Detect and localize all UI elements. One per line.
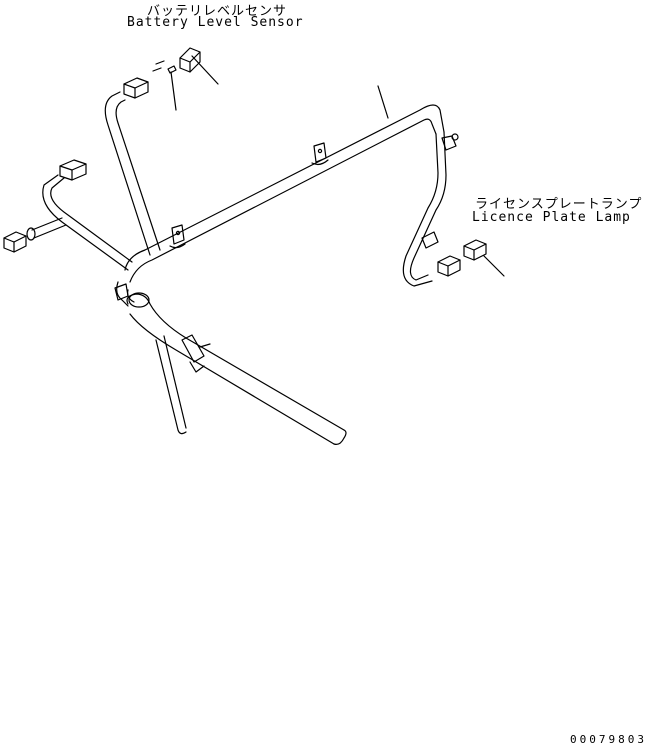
harness-branch-battery-sensor bbox=[104, 91, 161, 256]
connector-lamp-branch bbox=[437, 255, 461, 277]
licence-lamp-label-jp: ライセンスプレートランプ bbox=[475, 197, 643, 212]
connector-left-upper bbox=[59, 159, 87, 181]
harness-junction bbox=[114, 281, 135, 307]
battery-sensor-label-en: Battery Level Sensor bbox=[127, 15, 304, 30]
connector-battery-branch bbox=[123, 77, 149, 99]
sensor-terminal-pins bbox=[152, 60, 177, 111]
licence-plate-lamp bbox=[463, 239, 505, 277]
battery-sensor-label-jp: バッテリレベルセンサ bbox=[147, 4, 288, 19]
licence-lamp-label-en: Licence Plate Lamp bbox=[472, 210, 631, 225]
harness-clamp bbox=[181, 334, 211, 373]
battery-level-sensor bbox=[179, 47, 219, 85]
connector-left-lower bbox=[3, 227, 36, 253]
harness-trunk-thick bbox=[126, 292, 347, 445]
harness-trunk-down bbox=[155, 335, 187, 435]
drawing-number: 00079803 bbox=[570, 733, 647, 746]
harness-branch-right bbox=[402, 131, 459, 287]
harness-main-run bbox=[124, 85, 445, 283]
harness-clip-middle bbox=[311, 142, 329, 166]
harness-clip-left bbox=[169, 224, 186, 249]
harness-branch-left bbox=[31, 174, 133, 271]
